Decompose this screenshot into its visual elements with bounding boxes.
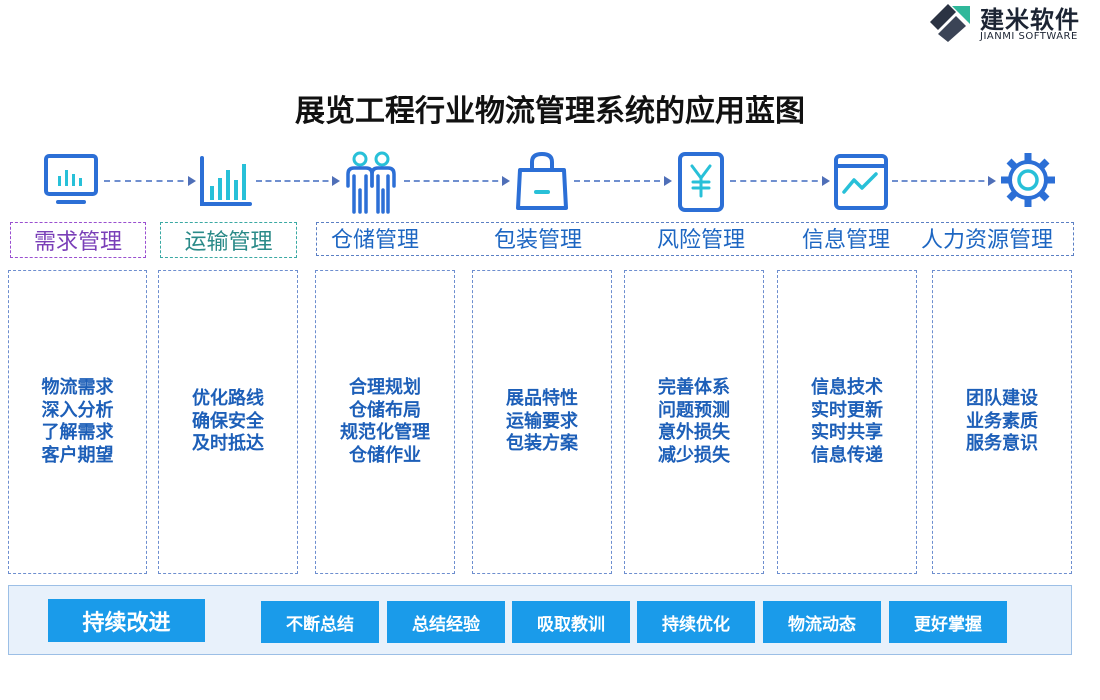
detail-box-packaging: 展品特性 运输要求 包装方案 [472,270,612,574]
logo-name-en: JIANMI SOFTWARE [980,31,1078,42]
improvement-tag: 不断总结 [261,601,379,643]
category-demand: 需求管理 [10,222,146,258]
bar-chart-icon [200,156,252,206]
detail-line: 合理规划 [349,377,421,398]
improvement-tag: 总结经验 [387,601,505,643]
detail-line: 优化路线 [192,388,264,410]
connector-arrow [574,176,672,186]
detail-line: 深入分析 [41,399,114,421]
improvement-tag: 持续优化 [637,601,755,643]
jianmi-logo-icon [930,4,970,42]
detail-line: 展品特性 [506,388,578,410]
detail-line: 客户期望 [41,444,114,466]
detail-line: 减少损失 [658,444,730,466]
detail-line: 包装方案 [506,433,578,455]
shopping-bag-icon [516,151,568,210]
detail-line: 了解需求 [41,422,114,443]
category-hr: 人力资源管理 [920,228,1053,253]
category-group-frame [316,222,1074,256]
detail-line: 意外损失 [658,422,730,443]
detail-line: 实时更新 [811,399,883,421]
people-icon [346,151,396,214]
improvement-tag: 更好掌握 [889,601,1007,643]
detail-line: 确保安全 [192,410,264,432]
band-title: 持续改进 [48,599,205,642]
detail-line: 问题预测 [658,399,730,421]
detail-box-transport: 优化路线 确保安全 及时抵达 [158,270,298,574]
trend-window-icon [834,154,888,210]
detail-line: 及时抵达 [192,433,264,455]
detail-box-demand: 物流需求 深入分析 了解需求 客户期望 [8,270,147,574]
category-information: 信息管理 [801,228,890,253]
detail-line: 运输要求 [506,410,578,432]
connector-arrow [730,176,830,186]
detail-line: 物流需求 [41,377,114,398]
detail-line: 仓储布局 [349,399,421,421]
improvement-tag: 物流动态 [763,601,881,643]
detail-box-warehouse: 合理规划 仓储布局 规范化管理 仓储作业 [315,270,455,574]
detail-line: 仓储作业 [349,444,421,466]
brand-logo: 建米软件 JIANMI SOFTWARE [926,0,1100,48]
connector-arrow [892,176,996,186]
detail-box-information: 信息技术 实时更新 实时共享 信息传递 [777,270,917,574]
connector-arrow [404,176,510,186]
detail-line: 信息技术 [811,377,883,398]
page-title: 展览工程行业物流管理系统的应用蓝图 [295,94,805,129]
detail-box-hr: 团队建设 业务素质 服务意识 [932,270,1072,574]
detail-line: 完善体系 [658,377,730,398]
detail-line: 实时共享 [811,422,883,443]
detail-box-risk: 完善体系 问题预测 意外损失 减少损失 [624,270,764,574]
category-transport: 运输管理 [160,222,297,258]
detail-line: 团队建设 [966,388,1038,410]
category-packaging: 包装管理 [493,228,582,253]
connector-arrow [256,176,340,186]
improvement-tag: 吸取教训 [512,601,630,643]
detail-line: 信息传递 [811,444,883,466]
category-risk: 风险管理 [656,228,745,253]
yen-phone-icon [678,152,724,212]
category-warehouse: 仓储管理 [330,228,419,253]
monitor-chart-icon [44,154,98,204]
detail-line: 服务意识 [966,433,1038,455]
gear-icon [1001,153,1055,207]
detail-line: 业务素质 [966,410,1038,432]
connector-arrow [104,176,196,186]
logo-name-cn: 建米软件 [980,6,1080,34]
detail-line: 规范化管理 [340,422,430,443]
